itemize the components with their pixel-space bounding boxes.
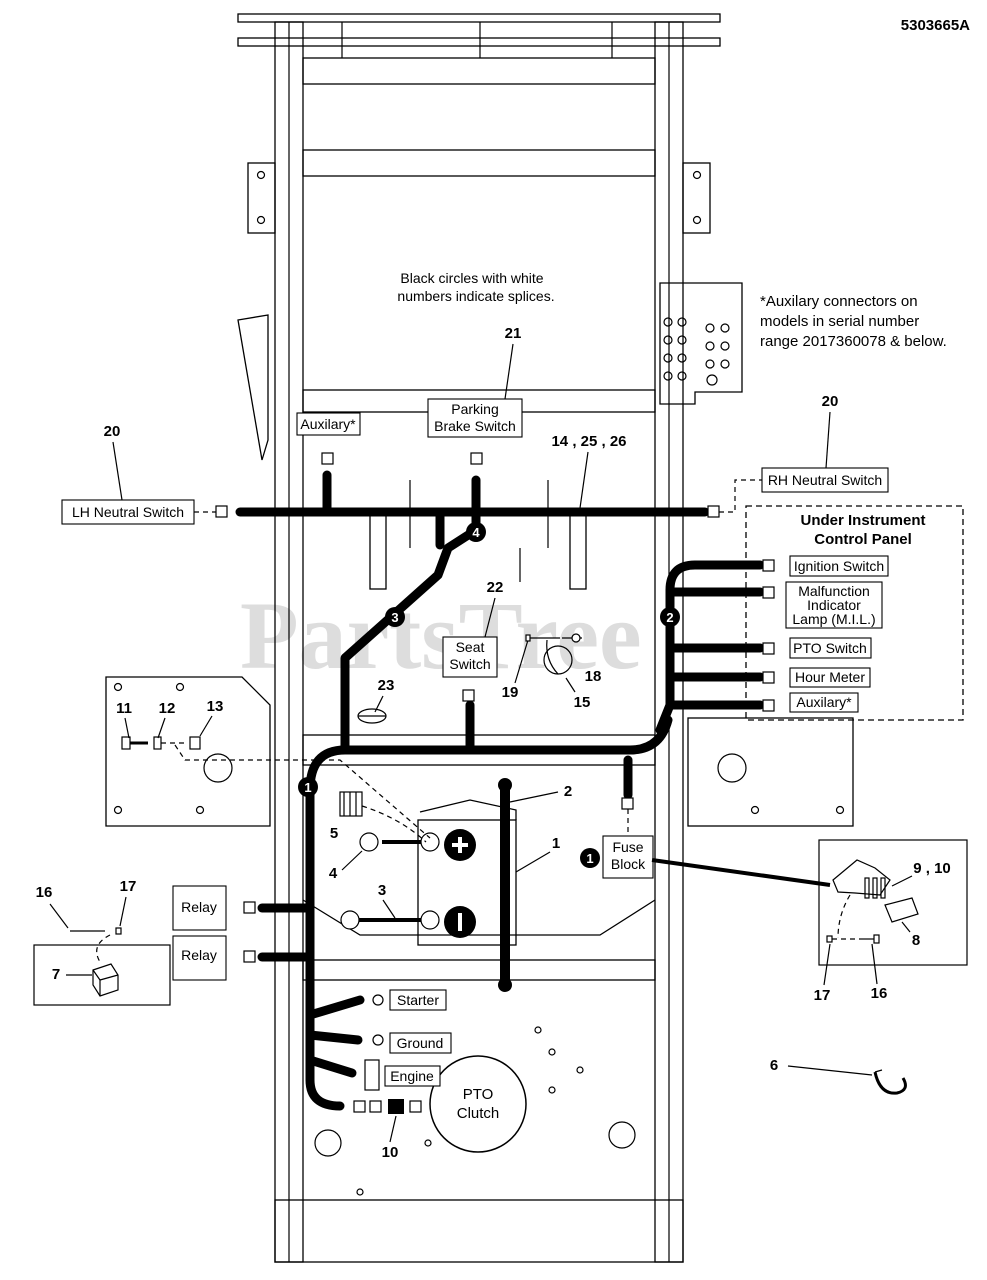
- connector-10: [388, 1099, 404, 1114]
- callout-17-left: 17: [120, 878, 137, 895]
- callout-4: 4: [329, 865, 338, 882]
- callout-22: 22: [487, 579, 504, 596]
- splice-3: 3: [391, 610, 398, 625]
- splice-1: 1: [304, 780, 311, 795]
- callout-14-25-26: 14 , 25 , 26: [551, 433, 626, 450]
- callout-8: 8: [912, 932, 920, 949]
- relay-inset: [33, 944, 171, 1006]
- callout-5: 5: [330, 825, 338, 842]
- aux-note-3: range 2017360078 & below.: [760, 333, 947, 350]
- diagram-id: 5303665A: [901, 17, 970, 34]
- callout-1: 1: [552, 835, 560, 852]
- callout-11: 11: [116, 700, 132, 717]
- watermark: PartsTree: [240, 582, 642, 689]
- callout-16-left: 16: [36, 884, 53, 901]
- seat-switch-label-1: Seat: [456, 639, 485, 655]
- splice-note-1: Black circles with white: [400, 270, 543, 286]
- mil-label-1: Malfunction: [798, 583, 870, 599]
- wire-harness: [235, 470, 765, 1111]
- panel-title-1: Under Instrument: [800, 512, 925, 529]
- pto-clutch: [429, 1055, 527, 1153]
- fuse-inset: [818, 839, 968, 966]
- splice-markers: 4 3 2 1 1: [298, 522, 680, 868]
- fuse-block-label-2: Block: [611, 856, 646, 872]
- splice-4: 4: [472, 525, 480, 540]
- callout-20-right: 20: [822, 393, 839, 410]
- callout-2: 2: [564, 783, 572, 800]
- callout-3: 3: [378, 882, 386, 899]
- starter-label: Starter: [397, 992, 439, 1008]
- aux-note-1: *Auxilary connectors on: [760, 293, 918, 310]
- callout-18: 18: [585, 668, 602, 685]
- lh-neutral-switch-label: LH Neutral Switch: [72, 504, 184, 520]
- callout-6: 6: [770, 1057, 778, 1074]
- relay-2-label: Relay: [181, 947, 217, 963]
- battery-negative-icon: [444, 906, 476, 938]
- ignition-switch-label: Ignition Switch: [794, 558, 884, 574]
- seat-switch-label-2: Switch: [449, 656, 490, 672]
- panel-title-2: Control Panel: [814, 531, 912, 548]
- callout-15: 15: [574, 694, 591, 711]
- ground-label: Ground: [397, 1035, 444, 1051]
- splice-fuse: 1: [586, 851, 593, 866]
- callout-13: 13: [207, 698, 224, 715]
- hour-meter-label: Hour Meter: [795, 669, 865, 685]
- pto-clutch-label-2: Clutch: [457, 1105, 500, 1122]
- relay-1-label: Relay: [181, 899, 217, 915]
- callout-12: 12: [159, 700, 176, 717]
- battery-positive-icon: [444, 829, 476, 861]
- callout-16-right: 16: [871, 985, 888, 1002]
- callout-20-left: 20: [104, 423, 121, 440]
- callout-21: 21: [505, 325, 522, 342]
- parking-brake-label-2: Brake Switch: [434, 418, 516, 434]
- splice-note-2: numbers indicate splices.: [397, 288, 554, 304]
- mil-label-2: Indicator: [807, 597, 861, 613]
- pto-clutch-label-1: PTO: [463, 1086, 494, 1103]
- pto-switch-label: PTO Switch: [793, 640, 867, 656]
- engine-label: Engine: [390, 1068, 434, 1084]
- mil-label-3: Lamp (M.I.L.): [792, 611, 875, 627]
- rh-neutral-switch-label: RH Neutral Switch: [768, 472, 882, 488]
- splice-2: 2: [666, 610, 673, 625]
- callout-10-lower: 10: [382, 1144, 399, 1161]
- callout-7: 7: [52, 966, 60, 983]
- callout-19: 19: [502, 684, 519, 701]
- parking-brake-label-1: Parking: [451, 401, 498, 417]
- callout-9-10: 9 , 10: [913, 860, 951, 877]
- auxilary-panel-label: Auxilary*: [796, 694, 852, 710]
- callout-17-right: 17: [814, 987, 831, 1004]
- auxilary-top-label: Auxilary*: [300, 416, 356, 432]
- connectors: [194, 452, 775, 1114]
- instrument-panel-box: [745, 505, 964, 721]
- callout-23: 23: [378, 677, 395, 694]
- aux-note-2: models in serial number: [760, 313, 919, 330]
- fuse-block-label-1: Fuse: [612, 839, 643, 855]
